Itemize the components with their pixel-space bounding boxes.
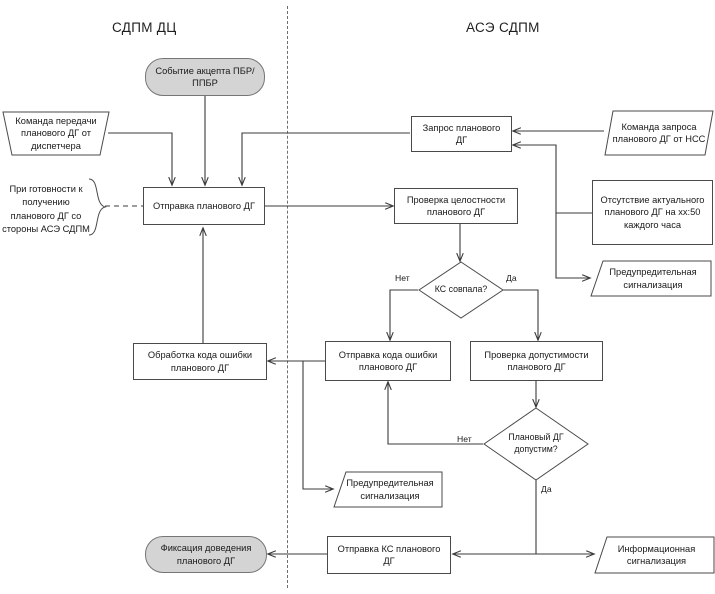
flag-warning-signal-right-label: Предупредительная сигнализация: [609, 267, 697, 290]
flag-warning-signal-mid-shape: [333, 471, 443, 508]
process-send-crc-label: Отправка КС планового ДГ: [337, 543, 441, 566]
decision-crc-label: КС совпала?: [434, 284, 488, 295]
note-readiness-label: При готовности к получению планового ДГ …: [2, 184, 90, 235]
process-handle-error-label: Обработка кода ошибки планового ДГ: [147, 350, 253, 373]
process-send-crc[interactable]: Отправка КС планового ДГ: [327, 536, 451, 574]
flag-warning-signal-right[interactable]: Предупредительная сигнализация: [594, 260, 712, 297]
lane-title-right: АСЭ СДПМ: [466, 20, 540, 35]
trapezoid-dispatcher-command-shape: [2, 111, 110, 156]
trapezoid-nss-command-shape: [604, 110, 714, 156]
decision-crc[interactable]: КС совпала?: [418, 261, 504, 319]
decision-crc-shape: [418, 261, 504, 319]
process-send-error-label: Отправка кода ошибки планового ДГ: [338, 349, 438, 372]
edge-label-adm-yes: Да: [541, 484, 552, 494]
flag-warning-signal-mid[interactable]: Предупредительная сигнализация: [337, 471, 443, 508]
process-handle-error[interactable]: Обработка кода ошибки планового ДГ: [133, 343, 267, 380]
process-integrity-check-label: Проверка целостности планового ДГ: [406, 194, 506, 217]
flag-info-signal-label: Информационная сигнализация: [617, 543, 696, 566]
trapezoid-nss-command-label: Команда запроса планового ДГ от НСС: [612, 121, 706, 144]
flag-warning-signal-mid-label: Предупредительная сигнализация: [346, 478, 434, 501]
process-request-plan-label: Запрос планового ДГ: [422, 122, 501, 145]
process-admissibility-check-label: Проверка допустимости планового ДГ: [484, 349, 589, 372]
process-absence-actual-plan[interactable]: Отсутствие актуального планового ДГ на х…: [592, 180, 713, 245]
flag-info-signal-shape: [594, 536, 715, 574]
edge-label-adm-no: Нет: [457, 434, 472, 444]
edge-label-crc-yes: Да: [506, 273, 517, 283]
process-send-error[interactable]: Отправка кода ошибки планового ДГ: [325, 341, 451, 381]
process-send-plan-label: Отправка планового ДГ: [152, 200, 256, 211]
flag-info-signal[interactable]: Информационная сигнализация: [598, 536, 715, 574]
terminator-fix-delivery[interactable]: Фиксация доведения планового ДГ: [145, 536, 267, 573]
edge-label-crc-no: Нет: [395, 273, 410, 283]
brace-icon: [88, 178, 107, 236]
trapezoid-dispatcher-command[interactable]: Команда передачи планового ДГ от диспетч…: [2, 111, 110, 156]
flag-warning-signal-right-shape: [590, 260, 712, 297]
note-readiness: При готовности к получению планового ДГ …: [2, 183, 90, 237]
process-integrity-check[interactable]: Проверка целостности планового ДГ: [394, 188, 518, 224]
terminator-accept-event-label: Событие акцепта ПБР/ППБР: [155, 65, 255, 88]
lane-title-left: СДПМ ДЦ: [112, 20, 177, 35]
terminator-accept-event[interactable]: Событие акцепта ПБР/ППБР: [145, 58, 265, 96]
process-admissibility-check[interactable]: Проверка допустимости планового ДГ: [470, 341, 603, 381]
terminator-fix-delivery-label: Фиксация доведения планового ДГ: [160, 543, 252, 566]
trapezoid-nss-command[interactable]: Команда запроса планового ДГ от НСС: [604, 110, 714, 156]
decision-admissible-label: Плановый ДГ допустим?: [508, 432, 564, 454]
decision-admissible[interactable]: Плановый ДГ допустим?: [483, 407, 589, 481]
process-request-plan[interactable]: Запрос планового ДГ: [411, 116, 512, 152]
decision-admissible-shape: [483, 407, 589, 481]
process-send-plan[interactable]: Отправка планового ДГ: [143, 187, 265, 225]
swimlane-divider: [287, 6, 288, 588]
process-absence-actual-plan-label: Отсутствие актуального планового ДГ на х…: [600, 195, 705, 230]
trapezoid-dispatcher-command-label: Команда передачи планового ДГ от диспетч…: [15, 116, 97, 151]
